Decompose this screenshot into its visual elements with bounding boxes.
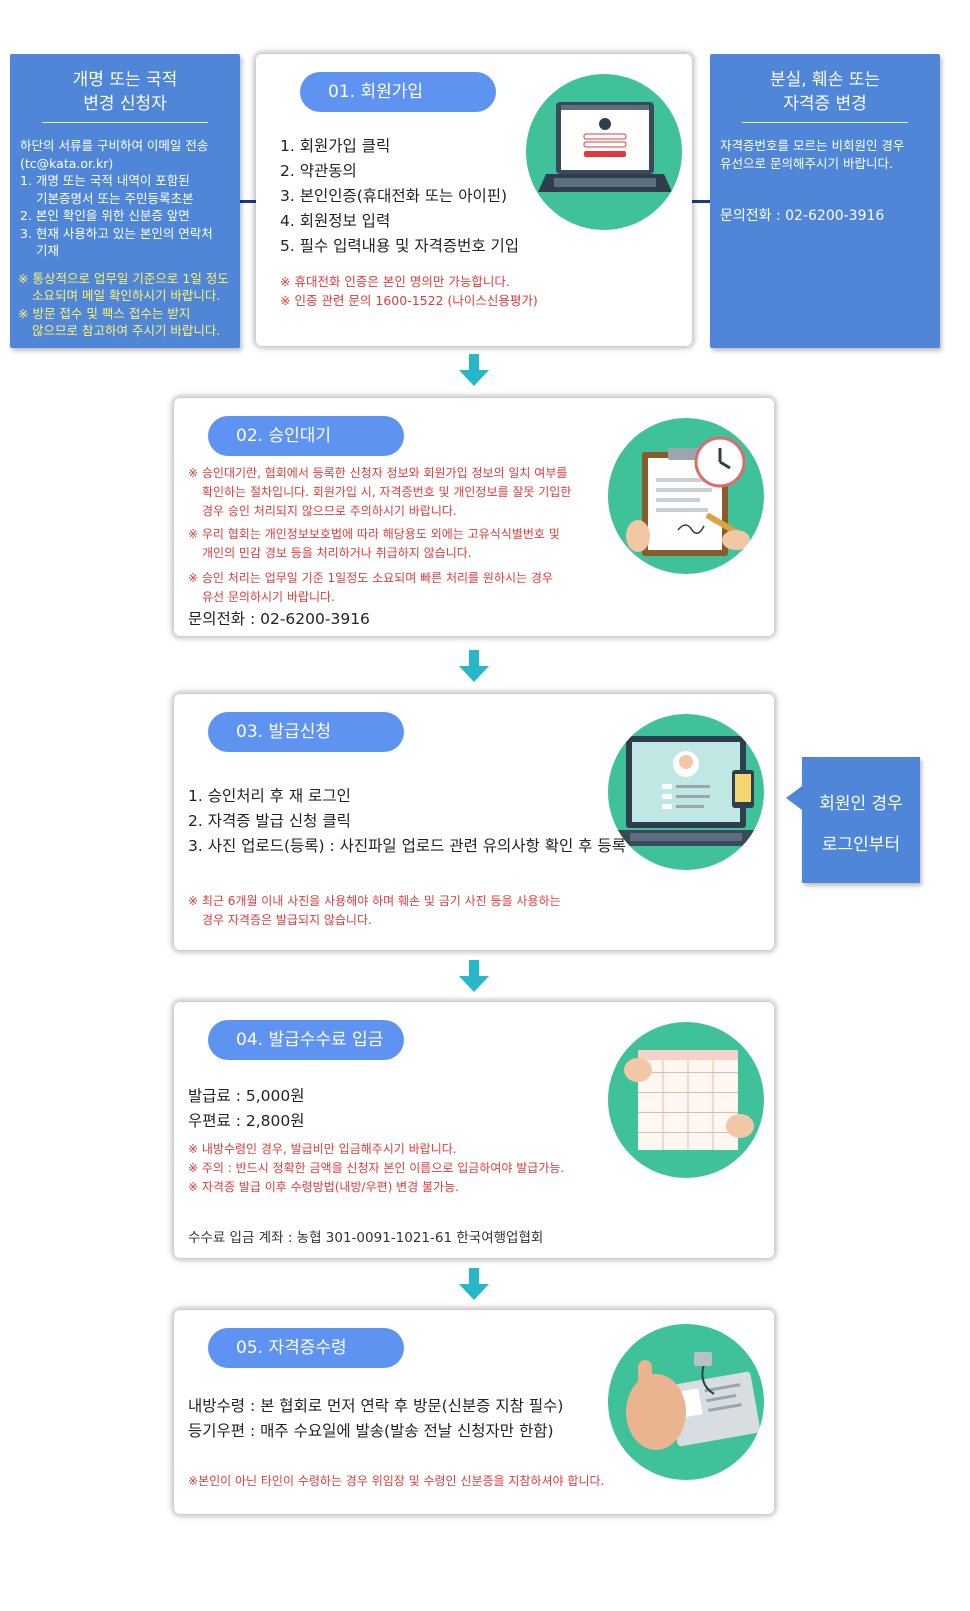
approval-clipboard-icon (608, 418, 764, 574)
step4-account: 수수료 입금 계좌 : 농협 301-0091-1021-61 한국여행업협회 (188, 1230, 544, 1246)
step3-notes: ※ 최근 6개월 이내 사진을 사용해야 하며 훼손 및 금기 사진 등을 사용… (188, 894, 561, 927)
connector-right (692, 200, 710, 203)
arrow-down-icon (459, 960, 489, 992)
step5-label: 05. 자격증수령 (208, 1328, 404, 1368)
connector-left (240, 200, 256, 203)
step5-notes: ※본인이 아닌 타인이 수령하는 경우 위임장 및 수령인 신분증을 지참하셔야… (188, 1474, 605, 1488)
step4-card: 04. 발급수수료 입금 발급료 : 5,000원 우편료 : 2,800원 ※… (174, 1002, 774, 1258)
step4-label: 04. 발급수수료 입금 (208, 1020, 404, 1060)
certificate-receive-icon (608, 1324, 764, 1480)
lost-damaged-title: 분실, 훼손 또는 자격증 변경 (769, 70, 881, 114)
step1-items: 1. 회원가입 클릭 2. 약관동의 3. 본인인증(휴대전화 또는 아이핀) … (280, 137, 520, 255)
callout-line2: 로그인부터 (821, 835, 901, 855)
step2-label: 02. 승인대기 (208, 416, 404, 456)
arrow-down-icon (459, 1268, 489, 1300)
step1-card: 01. 회원가입 1. 회원가입 클릭 2. 약관동의 3. 본인인증(휴대전화… (256, 54, 692, 346)
callout-line1: 회원인 경우 (819, 794, 903, 814)
step3-label: 03. 발급신청 (208, 712, 404, 752)
arrow-down-icon (459, 650, 489, 682)
step2-notes: ※ 승인대기란, 협회에서 등록한 신청자 정보와 회원가입 정보의 일치 여부… (188, 466, 572, 604)
name-change-title: 개명 또는 국적 변경 신청자 (72, 70, 178, 114)
name-change-notes: ※ 통상적으로 업무일 기준으로 1일 정도 소요되며 메일 확인하시기 바랍니… (18, 270, 229, 339)
step4-fees: 발급료 : 5,000원 우편료 : 2,800원 (188, 1087, 305, 1130)
fee-receipt-icon (608, 1022, 764, 1178)
step1-label: 01. 회원가입 (300, 72, 496, 112)
step4-notes: ※ 내방수령인 경우, 발급비만 입금해주시기 바랍니다. ※ 주의 : 반드시… (188, 1142, 565, 1194)
step3-card: 03. 발급신청 1. 승인처리 후 재 로그인 2. 자격증 발급 신청 클릭… (174, 694, 774, 950)
step2-card: 02. 승인대기 ※ 승인대기란, 협회에서 등록한 신청자 정보와 회원가입 … (174, 398, 774, 636)
photo-upload-laptop-icon (608, 714, 764, 870)
lost-damaged-instructions: 자격증번호를 모르는 비회원인 경우 유선으로 문의해주시기 바랍니다. (720, 138, 905, 171)
lost-damaged-panel: 분실, 훼손 또는 자격증 변경 자격증번호를 모르는 비회원인 경우 유선으로… (710, 54, 940, 348)
step5-items: 내방수령 : 본 협회로 먼저 연락 후 방문(신분증 지참 필수) 등기우편 … (188, 1397, 564, 1440)
signup-laptop-icon (526, 74, 682, 230)
name-change-instructions: 하단의 서류를 구비하여 이메일 전송 (tc@kata.or.kr) 1. 개… (20, 138, 213, 258)
member-login-callout: 회원인 경우 로그인부터 (786, 757, 920, 883)
arrow-down-icon (459, 354, 489, 386)
name-change-panel: 개명 또는 국적 변경 신청자 하단의 서류를 구비하여 이메일 전송 (tc@… (10, 54, 240, 348)
step2-phone: 문의전화 : 02-6200-3916 (188, 610, 370, 628)
step5-card: 05. 자격증수령 내방수령 : 본 협회로 먼저 연락 후 방문(신분증 지참… (174, 1310, 774, 1514)
step3-items: 1. 승인처리 후 재 로그인 2. 자격증 발급 신청 클릭 3. 사진 업로… (188, 787, 626, 855)
step1-notes: ※ 휴대전화 인증은 본인 명의만 가능합니다. ※ 인증 관련 문의 1600… (280, 274, 538, 308)
lost-damaged-phone: 문의전화 : 02-6200-3916 (720, 208, 885, 224)
